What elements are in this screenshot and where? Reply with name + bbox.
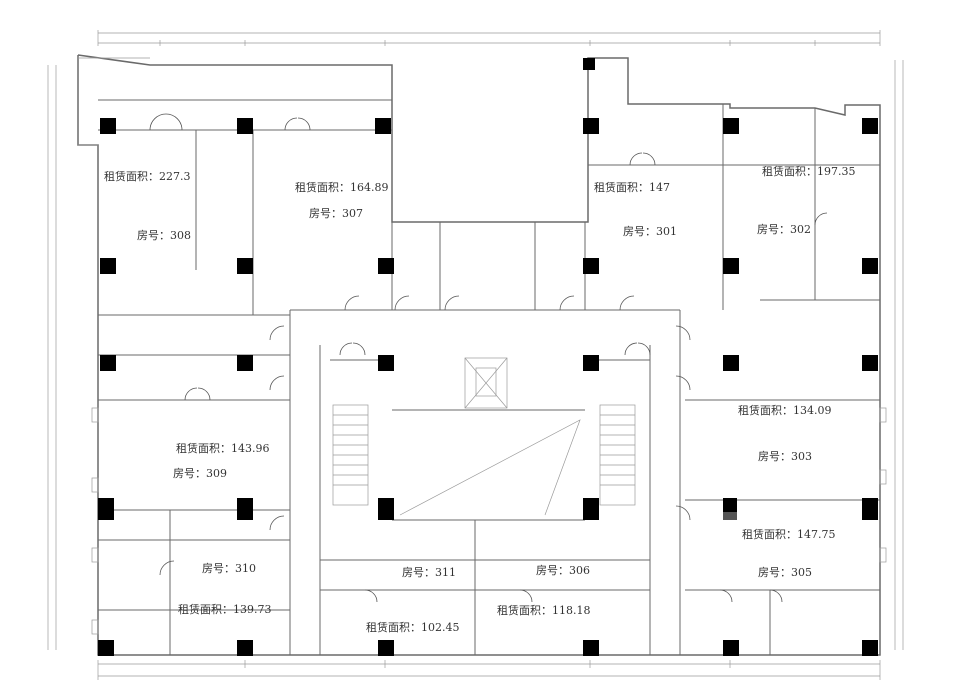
door-swings: [149, 113, 828, 603]
dimension-lines-bottom: [97, 660, 881, 680]
room-306-number: 房号：306: [536, 564, 590, 577]
room-302-number: 房号：302: [757, 223, 811, 236]
room-310-area: 租赁面积：139.73: [178, 603, 272, 616]
room-301-number: 房号：301: [623, 225, 677, 238]
room-311-number: 房号：311: [402, 566, 456, 579]
interior-walls: [98, 99, 880, 655]
room-301-area: 租赁面积：147: [594, 181, 670, 194]
room-310-number: 房号：310: [202, 562, 256, 575]
window-markers: [91, 407, 887, 635]
room-309-number: 房号：309: [173, 467, 227, 480]
room-305-area: 租赁面积：147.75: [742, 528, 836, 541]
room-302-area: 租赁面积：197.35: [762, 165, 856, 178]
room-303-number: 房号：303: [758, 450, 812, 463]
room-311-area: 租赁面积：102.45: [366, 621, 460, 634]
dimension-lines-sides: [47, 60, 904, 650]
room-307-area: 租赁面积：164.89: [295, 181, 389, 194]
room-309-area: 租赁面积：143.96: [176, 442, 270, 455]
dimension-lines-top: [97, 30, 881, 46]
room-308-number: 房号：308: [137, 229, 191, 242]
stair-core: [332, 357, 636, 516]
room-306-area: 租赁面积：118.18: [497, 604, 591, 617]
room-305-number: 房号：305: [758, 566, 812, 579]
structural-columns: [98, 58, 878, 656]
room-308-area: 租赁面积：227.3: [104, 170, 191, 183]
room-303-area: 租赁面积：134.09: [738, 404, 832, 417]
room-307-number: 房号：307: [309, 207, 363, 220]
